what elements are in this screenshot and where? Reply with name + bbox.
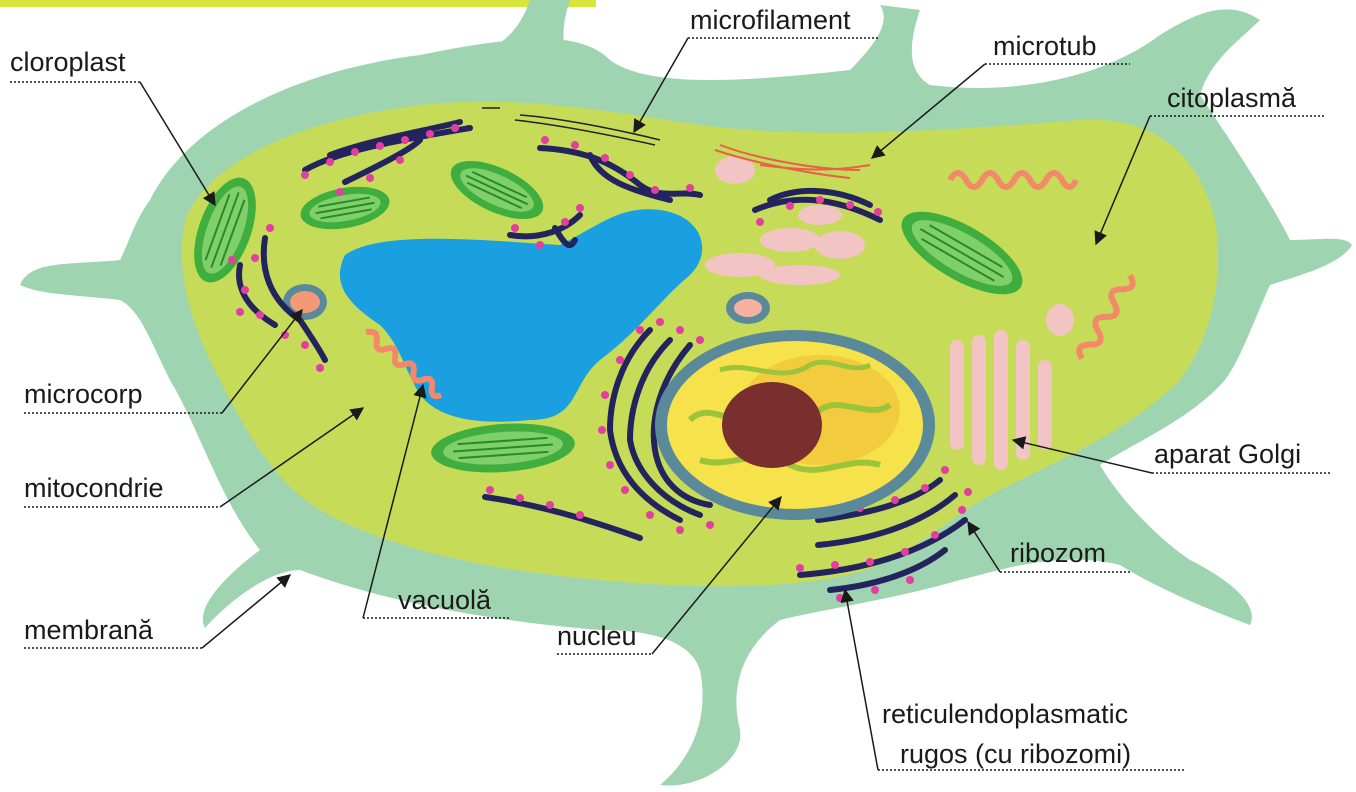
label-reticul-line2: rugos (cu ribozomi) [900, 738, 1131, 770]
label-reticul-line1: reticulendoplasmatic [882, 698, 1128, 730]
nucleolus [722, 382, 822, 468]
nucleus [655, 330, 935, 520]
label-membrana: membrană [24, 614, 153, 646]
label-microfilament: microfilament [690, 4, 851, 36]
label-aparat-golgi: aparat Golgi [1154, 438, 1301, 470]
label-nucleu: nucleu [557, 620, 637, 652]
label-ribozom: ribozom [1010, 537, 1106, 569]
label-microcorp: microcorp [24, 378, 143, 410]
label-vacuola: vacuolă [398, 584, 491, 616]
label-citoplasma: citoplasmă [1167, 82, 1296, 114]
label-mitocondrie: mitocondrie [24, 472, 164, 504]
label-cloroplast: cloroplast [10, 46, 126, 78]
label-microtub: microtub [993, 30, 1097, 62]
